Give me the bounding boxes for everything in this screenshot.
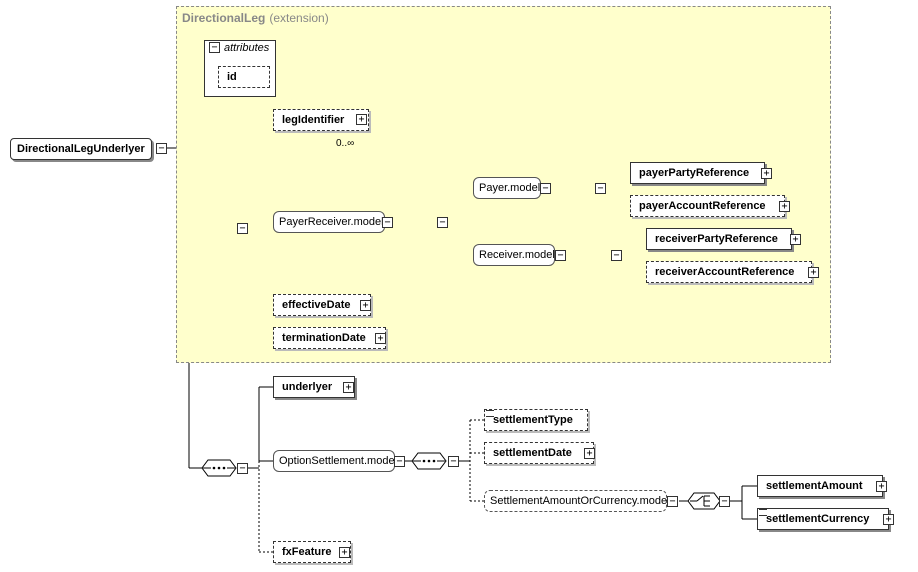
receiver-model-collapse-button[interactable]: − xyxy=(555,250,566,261)
element-settlementCurrency[interactable]: settlementCurrency xyxy=(757,508,889,530)
settlement-amount-or-currency-collapse-button[interactable]: − xyxy=(667,496,678,507)
payerAccountReference-expand-button[interactable]: + xyxy=(779,201,790,212)
sequence-4-collapse-button[interactable]: − xyxy=(611,250,622,261)
element-settlementDate[interactable]: settlementDate xyxy=(484,442,594,464)
documentation-icon xyxy=(486,410,494,417)
root-collapse-button[interactable]: − xyxy=(156,143,167,154)
payerPartyReference-expand-button[interactable]: + xyxy=(761,168,772,179)
attributes-collapse-button[interactable]: − xyxy=(209,42,220,53)
fxFeature-expand-button[interactable]: + xyxy=(339,547,350,558)
element-effectiveDate[interactable]: effectiveDate xyxy=(273,294,371,316)
underlyer-expand-button[interactable]: + xyxy=(343,382,354,393)
receiverAccountReference-expand-button[interactable]: + xyxy=(808,267,819,278)
settlementCurrency-expand-button[interactable]: + xyxy=(883,514,894,525)
element-underlyer[interactable]: underlyer xyxy=(273,376,355,398)
element-terminationDate[interactable]: terminationDate xyxy=(273,327,386,349)
sequence-5-collapse-button[interactable]: − xyxy=(237,463,248,474)
group-receiver-model[interactable]: Receiver.model xyxy=(473,244,555,266)
effectiveDate-expand-button[interactable]: + xyxy=(360,300,371,311)
element-settlementAmount[interactable]: settlementAmount xyxy=(757,475,883,497)
attribute-id[interactable]: id xyxy=(218,66,270,88)
terminationDate-expand-button[interactable]: + xyxy=(375,333,386,344)
cardinality-label: 0..∞ xyxy=(336,138,355,149)
group-payer-model[interactable]: Payer.model xyxy=(473,177,541,199)
documentation-icon xyxy=(759,509,767,516)
sequence-3-collapse-button[interactable]: − xyxy=(595,183,606,194)
payer-model-collapse-button[interactable]: − xyxy=(540,183,551,194)
group-settlement-amount-or-currency-model[interactable]: SettlementAmountOrCurrency.model xyxy=(484,490,670,512)
receiverPartyReference-expand-button[interactable]: + xyxy=(790,234,801,245)
payer-receiver-collapse-button[interactable]: − xyxy=(382,217,393,228)
element-settlementType[interactable]: settlementType xyxy=(484,409,588,431)
legIdentifier-expand-button[interactable]: + xyxy=(356,114,367,125)
option-settlement-collapse-button[interactable]: − xyxy=(394,456,405,467)
sequence-1-collapse-button[interactable]: − xyxy=(237,223,248,234)
element-payerPartyReference[interactable]: payerPartyReference xyxy=(630,162,765,184)
extension-title: DirectionalLeg(extension) xyxy=(182,11,329,25)
element-payerAccountReference[interactable]: payerAccountReference xyxy=(630,195,785,217)
element-fxFeature[interactable]: fxFeature xyxy=(273,541,351,563)
element-receiverPartyReference[interactable]: receiverPartyReference xyxy=(646,228,792,250)
element-legIdentifier[interactable]: legIdentifier xyxy=(273,109,369,131)
group-option-settlement-model[interactable]: OptionSettlement.model xyxy=(273,450,397,472)
sequence-2-collapse-button[interactable]: − xyxy=(437,217,448,228)
settlementAmount-expand-button[interactable]: + xyxy=(876,481,887,492)
element-label: legIdentifier xyxy=(282,114,345,126)
root-element[interactable]: DirectionalLegUnderlyer xyxy=(10,138,152,160)
extension-name: DirectionalLeg xyxy=(182,11,266,25)
choice-collapse-button[interactable]: − xyxy=(719,496,730,507)
group-payer-receiver-model[interactable]: PayerReceiver.model xyxy=(273,211,385,233)
settlementDate-expand-button[interactable]: + xyxy=(584,448,595,459)
attributes-label: attributes xyxy=(224,42,270,54)
element-receiverAccountReference[interactable]: receiverAccountReference xyxy=(646,261,812,283)
sequence-6-collapse-button[interactable]: − xyxy=(448,456,459,467)
extension-subtitle: (extension) xyxy=(269,11,329,25)
